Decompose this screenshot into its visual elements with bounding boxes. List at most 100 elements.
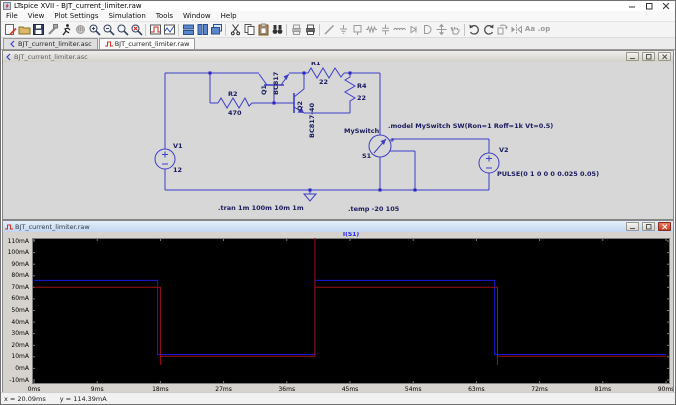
menu-file[interactable]: File bbox=[6, 11, 18, 20]
ground-icon[interactable] bbox=[336, 23, 350, 37]
menu-plot-settings[interactable]: Plot Settings bbox=[54, 11, 99, 20]
copy-icon[interactable] bbox=[242, 23, 256, 37]
mirror-icon[interactable] bbox=[509, 23, 523, 37]
plot-canvas bbox=[32, 237, 670, 384]
new-schematic-icon[interactable] bbox=[3, 23, 17, 37]
x-tick-label: 63ms bbox=[468, 386, 485, 393]
capacitor-icon[interactable] bbox=[378, 23, 392, 37]
toolbar-separator bbox=[178, 23, 179, 36]
tile-horizontal-icon[interactable] bbox=[181, 23, 195, 37]
child-restore-button[interactable] bbox=[642, 52, 655, 61]
zoom-in-icon[interactable] bbox=[87, 23, 101, 37]
ground-symbol[interactable] bbox=[302, 190, 318, 202]
transistor-q1[interactable] bbox=[258, 73, 290, 86]
plot-black-area[interactable] bbox=[32, 237, 670, 384]
component-icon[interactable] bbox=[420, 23, 434, 37]
y-tick-label: 110mA bbox=[7, 237, 29, 245]
switch-s1[interactable] bbox=[368, 134, 394, 158]
tab-bar: BJT_current_limiter.asc BJT_current_limi… bbox=[1, 38, 675, 50]
schematic-title-bar[interactable]: BJT_current_limiter.asc bbox=[3, 51, 673, 62]
menu-tools[interactable]: Tools bbox=[155, 11, 174, 20]
toolbar-separator bbox=[286, 23, 287, 36]
title-bar[interactable]: LTspice XVII - BJT_current_limiter.raw bbox=[1, 1, 675, 11]
spice-directive-icon[interactable]: .op bbox=[537, 25, 551, 33]
toolbar-separator bbox=[145, 23, 146, 36]
redo-icon[interactable] bbox=[481, 23, 495, 37]
rotate-icon[interactable] bbox=[495, 23, 509, 37]
waveform-title-bar[interactable]: BJT_current_limiter.raw bbox=[3, 221, 673, 232]
menu-window[interactable]: Window bbox=[183, 11, 211, 20]
y-tick-label: 20mA bbox=[11, 341, 29, 349]
status-y-readout: y = 114.39mA bbox=[59, 394, 107, 403]
zoom-out-icon[interactable] bbox=[101, 23, 115, 37]
tile-vertical-icon[interactable] bbox=[195, 23, 209, 37]
x-tick-label: 36ms bbox=[278, 386, 296, 393]
print-preview-icon[interactable] bbox=[289, 23, 303, 37]
control-panel-icon[interactable] bbox=[45, 23, 59, 37]
save-icon[interactable] bbox=[31, 23, 45, 37]
toolbar-separator bbox=[319, 23, 320, 36]
menu-help[interactable]: Help bbox=[220, 11, 237, 20]
paste-icon[interactable] bbox=[256, 23, 270, 37]
schematic-window: BJT_current_limiter.asc bbox=[2, 50, 674, 220]
child-close-button[interactable] bbox=[658, 52, 671, 61]
cascade-icon[interactable] bbox=[209, 23, 223, 37]
move-icon[interactable] bbox=[434, 23, 448, 37]
close-button[interactable] bbox=[658, 1, 675, 11]
minimize-button[interactable] bbox=[624, 1, 641, 11]
label-net-icon[interactable] bbox=[350, 23, 364, 37]
find-icon[interactable] bbox=[270, 23, 284, 37]
child-minimize-button[interactable] bbox=[626, 52, 639, 61]
status-x-readout: x = 20.09ms bbox=[4, 394, 46, 403]
y-tick-label: 60mA bbox=[11, 295, 29, 303]
schematic-canvas[interactable]: V1 12 Q1 BC817 R2 470 R1 22 Q2 BC817-40 … bbox=[3, 62, 673, 219]
child-minimize-button[interactable] bbox=[626, 222, 639, 231]
voltage-source-v1[interactable] bbox=[154, 148, 176, 170]
diode-icon[interactable] bbox=[406, 23, 420, 37]
child-close-button[interactable] bbox=[658, 222, 671, 231]
resistor-icon[interactable] bbox=[364, 23, 378, 37]
undo-icon[interactable] bbox=[467, 23, 481, 37]
child-restore-button[interactable] bbox=[642, 222, 655, 231]
maximize-button[interactable] bbox=[641, 1, 658, 11]
y-tick-label: -10mA bbox=[9, 376, 29, 384]
menu-simulation[interactable]: Simulation bbox=[108, 11, 146, 20]
resistor-r2[interactable] bbox=[217, 96, 253, 109]
inductor-icon[interactable] bbox=[392, 23, 406, 37]
wire-icon[interactable] bbox=[322, 23, 336, 37]
x-tick-label: 72ms bbox=[531, 386, 548, 393]
label-r2-ref: R2 bbox=[228, 90, 238, 98]
zoom-back-icon[interactable] bbox=[115, 23, 129, 37]
tab-label: BJT_current_limiter.asc bbox=[18, 40, 92, 48]
run-icon[interactable] bbox=[59, 23, 73, 37]
transistor-q2[interactable] bbox=[293, 88, 305, 114]
y-tick-label: 80mA bbox=[11, 272, 29, 280]
resistor-r1[interactable] bbox=[307, 67, 345, 79]
drag-icon[interactable] bbox=[448, 23, 462, 37]
halt-icon[interactable] bbox=[73, 23, 87, 37]
print-icon[interactable] bbox=[303, 23, 317, 37]
x-tick-label: 0ms bbox=[27, 386, 41, 393]
status-bar: x = 20.09ms y = 114.39mA bbox=[1, 392, 675, 404]
tab-waveform[interactable]: BJT_current_limiter.raw bbox=[98, 38, 196, 49]
trace-I(S1) bbox=[34, 279, 666, 355]
open-icon[interactable] bbox=[17, 23, 31, 37]
y-tick-label: 50mA bbox=[11, 307, 29, 314]
y-tick-label: 30mA bbox=[11, 330, 29, 338]
resistor-r4[interactable] bbox=[344, 73, 356, 103]
label-v1-ref: V1 bbox=[173, 142, 183, 150]
tab-schematic[interactable]: BJT_current_limiter.asc bbox=[3, 38, 98, 49]
directive-tran: .tran 1m 100m 10m 1m bbox=[218, 204, 304, 212]
y-tick-label: 10mA bbox=[11, 353, 29, 361]
menu-view[interactable]: View bbox=[27, 11, 45, 20]
voltage-source-v2[interactable] bbox=[478, 152, 500, 174]
trace-label[interactable]: I(S1) bbox=[342, 232, 360, 238]
text-tool-icon[interactable]: Aa bbox=[524, 25, 536, 33]
zoom-full-icon[interactable] bbox=[129, 23, 143, 37]
autorange-y-icon[interactable] bbox=[148, 23, 162, 37]
plot-settings-icon[interactable] bbox=[162, 23, 176, 37]
cut-icon[interactable] bbox=[228, 23, 242, 37]
